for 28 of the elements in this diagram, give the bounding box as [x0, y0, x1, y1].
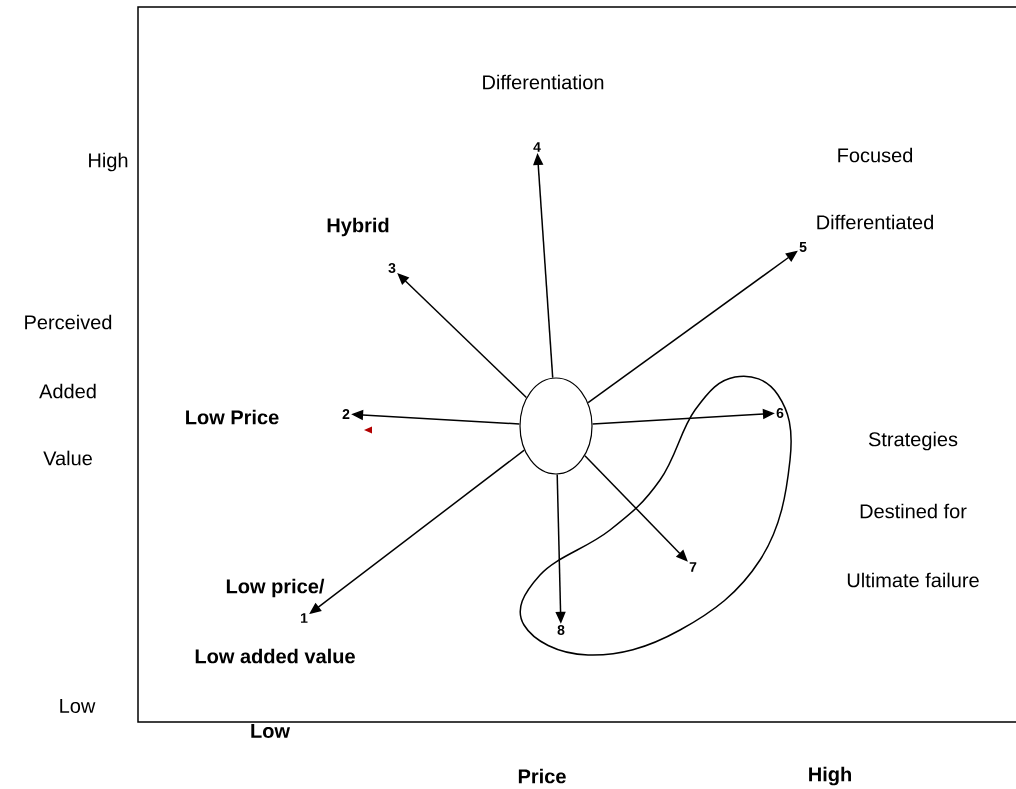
callout-number: 5 — [799, 242, 807, 252]
axis-tick-label: Low — [251, 724, 291, 738]
callout-number: 7 — [689, 562, 697, 572]
axis-title: Price — [518, 768, 566, 784]
heading: Differentiation — [483, 74, 604, 90]
callout-number: 1 — [301, 613, 308, 623]
strategy-label: Hybrid — [327, 217, 389, 237]
callout-number: 3 — [388, 263, 396, 273]
strategy-label: Low added value — [195, 648, 355, 664]
strategy-label: Differentiated — [817, 214, 933, 230]
axis-title: Value — [43, 450, 92, 466]
region-label: Ultimate failure — [847, 572, 979, 588]
region-label: Destined for — [860, 503, 967, 519]
region-label: Strategies — [868, 431, 958, 451]
axis-tick-label: High — [89, 152, 128, 172]
center-ellipse — [519, 377, 593, 475]
strategy-label: Low price/ — [226, 578, 325, 598]
callout-number: 8 — [557, 625, 565, 635]
strategy-label: Low Price — [186, 409, 279, 425]
axis-title: Perceived — [25, 314, 112, 330]
axis-title: Added — [39, 383, 96, 399]
callout-number: 2 — [342, 409, 350, 419]
callout-number: 4 — [533, 142, 541, 152]
callout-number: 6 — [776, 408, 784, 418]
arrow — [584, 455, 688, 562]
axis-tick-label: High — [809, 766, 851, 786]
axis-tick-label: Low — [60, 699, 96, 713]
strategy-label: Focused — [838, 147, 913, 163]
